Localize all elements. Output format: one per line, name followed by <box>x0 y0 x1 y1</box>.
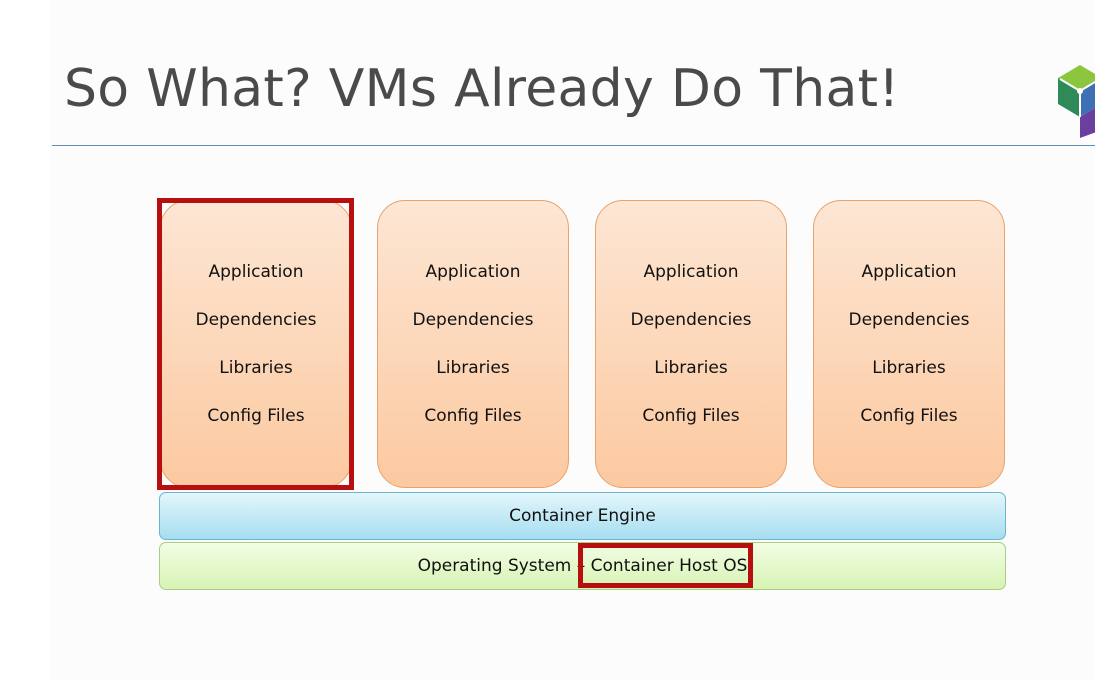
application-label: Application <box>208 262 304 282</box>
container-engine-layer: Container Engine <box>159 492 1006 540</box>
config-files-label: Config Files <box>642 406 740 426</box>
application-label: Application <box>643 262 739 282</box>
dependencies-label: Dependencies <box>195 310 317 330</box>
hexagon-cube-logo-icon <box>1058 65 1095 138</box>
title-divider <box>52 145 1095 146</box>
libraries-label: Libraries <box>654 358 728 378</box>
config-files-label: Config Files <box>424 406 522 426</box>
application-label: Application <box>861 262 957 282</box>
slide-margin <box>0 0 50 680</box>
container-stack-4: Application Dependencies Libraries Confi… <box>813 200 1005 488</box>
libraries-label: Libraries <box>872 358 946 378</box>
dependencies-label: Dependencies <box>412 310 534 330</box>
container-stack-2: Application Dependencies Libraries Confi… <box>377 200 569 488</box>
host-os-highlight-box <box>578 543 753 588</box>
libraries-label: Libraries <box>436 358 510 378</box>
config-files-label: Config Files <box>207 406 305 426</box>
container-stack-3: Application Dependencies Libraries Confi… <box>595 200 787 488</box>
application-label: Application <box>425 262 521 282</box>
libraries-label: Libraries <box>219 358 293 378</box>
dependencies-label: Dependencies <box>630 310 752 330</box>
container-highlight-box <box>157 198 354 490</box>
config-files-label: Config Files <box>860 406 958 426</box>
dependencies-label: Dependencies <box>848 310 970 330</box>
slide-title: So What? VMs Already Do That! <box>64 59 900 119</box>
